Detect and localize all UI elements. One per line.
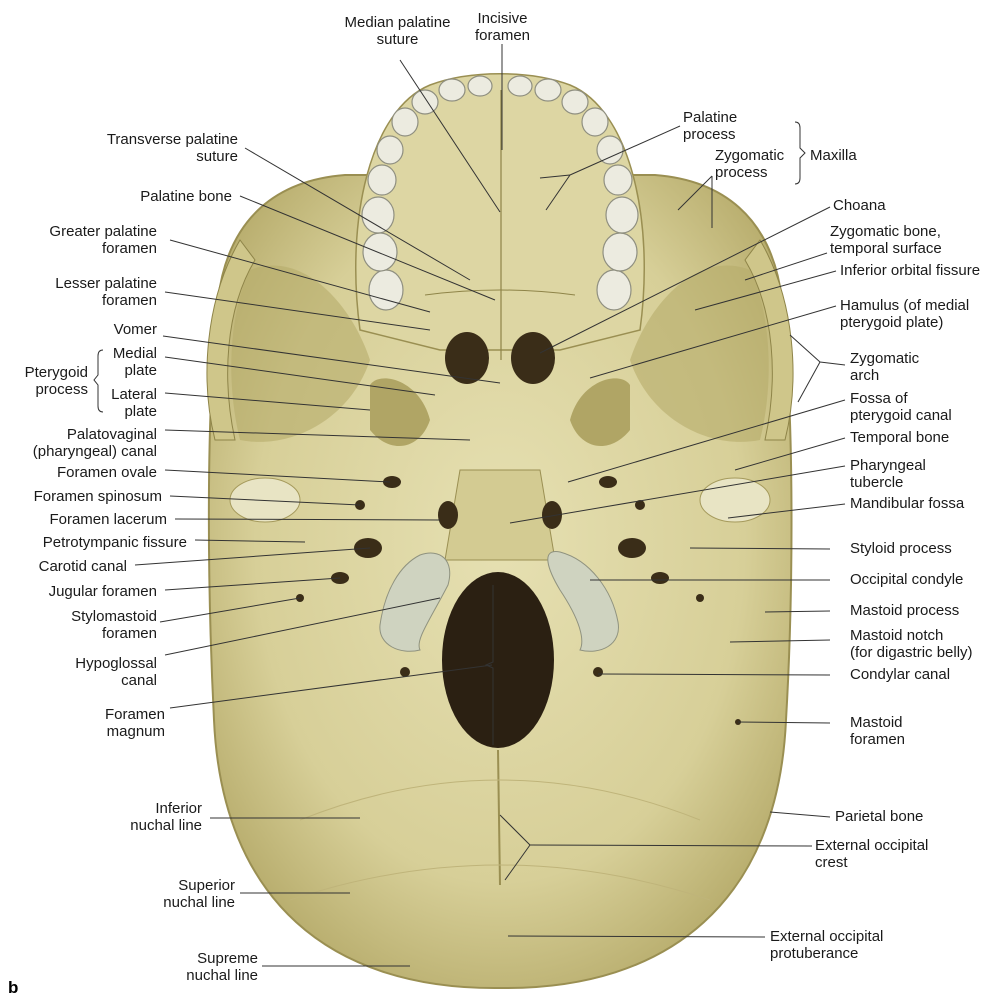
foramen-magnum — [442, 572, 554, 748]
label-hamulus: Hamulus (of medial pterygoid plate) — [840, 297, 970, 331]
inferior-nuchal-line-mark — [299, 779, 701, 821]
superior-nuchal-line-mark — [289, 864, 711, 901]
label-carotid-canal: Carotid canal — [38, 558, 127, 575]
transverse-palatine-suture-line — [424, 289, 576, 296]
label-vomer: Vomer — [113, 321, 157, 338]
right-occipital-condyle — [547, 551, 619, 652]
label-styloid-process: Styloid process — [850, 540, 952, 557]
label-zygomatic-arch: Zygomatic arch — [850, 350, 920, 384]
label-external-occipital-protuberance: External occipital protuberance — [770, 928, 884, 962]
label-hypoglossal-canal: Hypoglossal canal — [75, 655, 157, 689]
left-occipital-condyle — [379, 552, 451, 652]
label-fossa-pterygoid-canal: Fossa of pterygoid canal — [850, 390, 952, 424]
leader-lines — [134, 44, 846, 967]
label-jugular-foramen: Jugular foramen — [48, 583, 157, 600]
external-occipital-crest-line — [497, 749, 501, 886]
label-pterygoid-process: Pterygoid process — [24, 364, 88, 398]
label-choana: Choana — [833, 197, 886, 214]
label-incisive-foramen: Incisive foramen — [474, 10, 531, 44]
label-foramen-ovale: Foramen ovale — [56, 464, 157, 481]
label-occipital-condyle: Occipital condyle — [850, 571, 964, 588]
left-pterygoid-fossa — [370, 378, 430, 447]
label-foramen-magnum: Foramen magnum — [104, 706, 165, 740]
label-medial-plate: Medial plate — [112, 345, 157, 379]
foramen-magnum-bracket — [484, 585, 494, 745]
label-palatine-process: Palatine process — [683, 109, 738, 143]
label-external-occipital-crest: External occipital crest — [815, 837, 929, 871]
left-zygomatic-arch — [206, 239, 256, 441]
label-foramen-spinosum: Foramen spinosum — [33, 488, 162, 505]
label-inferior-nuchal-line: Inferior nuchal line — [130, 800, 202, 834]
label-mastoid-process: Mastoid process — [850, 602, 960, 619]
left-temporal-fossa-shadow — [231, 265, 370, 442]
label-parietal-bone: Parietal bone — [835, 808, 924, 825]
teeth — [361, 75, 639, 311]
label-zygomatic-process: Zygomatic process — [715, 147, 785, 181]
label-lateral-plate: Lateral plate — [111, 386, 157, 420]
right-mandibular-fossa — [699, 477, 771, 523]
left-choana — [445, 332, 489, 384]
right-pterygoid-fossa — [570, 378, 630, 447]
label-maxilla: Maxilla — [810, 147, 857, 164]
right-temporal-fossa-shadow — [630, 265, 769, 442]
label-petrotympanic-fissure: Petrotympanic fissure — [42, 534, 187, 551]
label-stylomastoid-foramen: Stylomastoid foramen — [71, 608, 157, 642]
label-greater-palatine-foramen: Greater palatine foramen — [49, 223, 157, 257]
label-palatovaginal-canal: Palatovaginal (pharyngeal) canal — [32, 426, 157, 460]
figure-letter: b — [8, 978, 19, 997]
label-condylar-canal: Condylar canal — [850, 666, 951, 683]
label-transverse-palatine-suture: Transverse palatine suture — [106, 131, 238, 165]
right-choana — [511, 332, 555, 384]
label-foramen-lacerum: Foramen lacerum — [49, 511, 167, 528]
label-temporal-bone: Temporal bone — [850, 429, 950, 446]
label-pharyngeal-tubercle: Pharyngeal tubercle — [850, 457, 926, 491]
basiocciput — [444, 469, 556, 561]
label-median-palatine-suture: Median palatine suture — [344, 14, 451, 48]
label-zygomatic-bone: Zygomatic bone, temporal surface — [830, 223, 942, 257]
label-mastoid-notch: Mastoid notch (for digastric belly) — [850, 627, 973, 661]
pterygoid-process-brace — [93, 349, 104, 413]
right-zygomatic-arch — [744, 239, 794, 441]
label-inferior-orbital-fissure: Inferior orbital fissure — [840, 262, 981, 279]
label-mandibular-fossa: Mandibular fossa — [850, 495, 965, 512]
label-palatine-bone: Palatine bone — [140, 188, 232, 205]
label-lesser-palatine-foramen: Lesser palatine foramen — [55, 275, 157, 309]
label-supreme-nuchal-line: Supreme nuchal line — [186, 950, 258, 984]
label-mastoid-foramen: Mastoid foramen — [850, 714, 906, 748]
maxilla-brace — [794, 121, 806, 185]
label-superior-nuchal-line: Superior nuchal line — [163, 877, 235, 911]
